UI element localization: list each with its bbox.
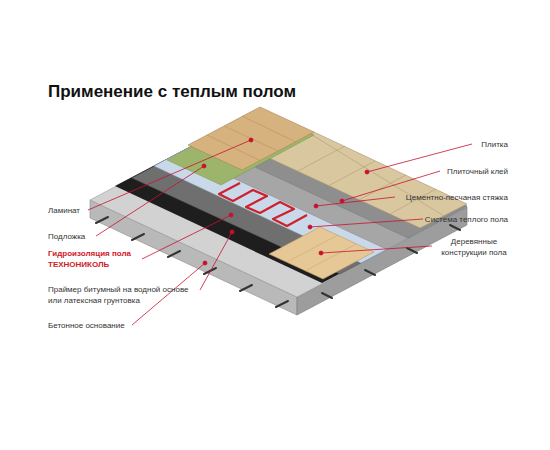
part-label: Деревянные конструкции пола: [434, 236, 514, 258]
part-label: Подложка: [48, 231, 85, 242]
part-label: Ламинат: [48, 205, 80, 216]
part-label: Система теплого пола: [425, 214, 508, 225]
part-label: Бетонное основание: [48, 320, 125, 331]
part-label: Плиточный клей: [447, 166, 508, 177]
title: Применение с теплым полом: [48, 82, 296, 102]
part-label: Праймер битумный на водной основе или ла…: [48, 284, 198, 306]
part-label: Цементно-песчаная стяжка: [406, 192, 508, 203]
brand-label: Гидроизоляция пола ТЕХНОНИКОЛЬ: [48, 248, 140, 270]
part-label: Плитка: [481, 139, 508, 150]
